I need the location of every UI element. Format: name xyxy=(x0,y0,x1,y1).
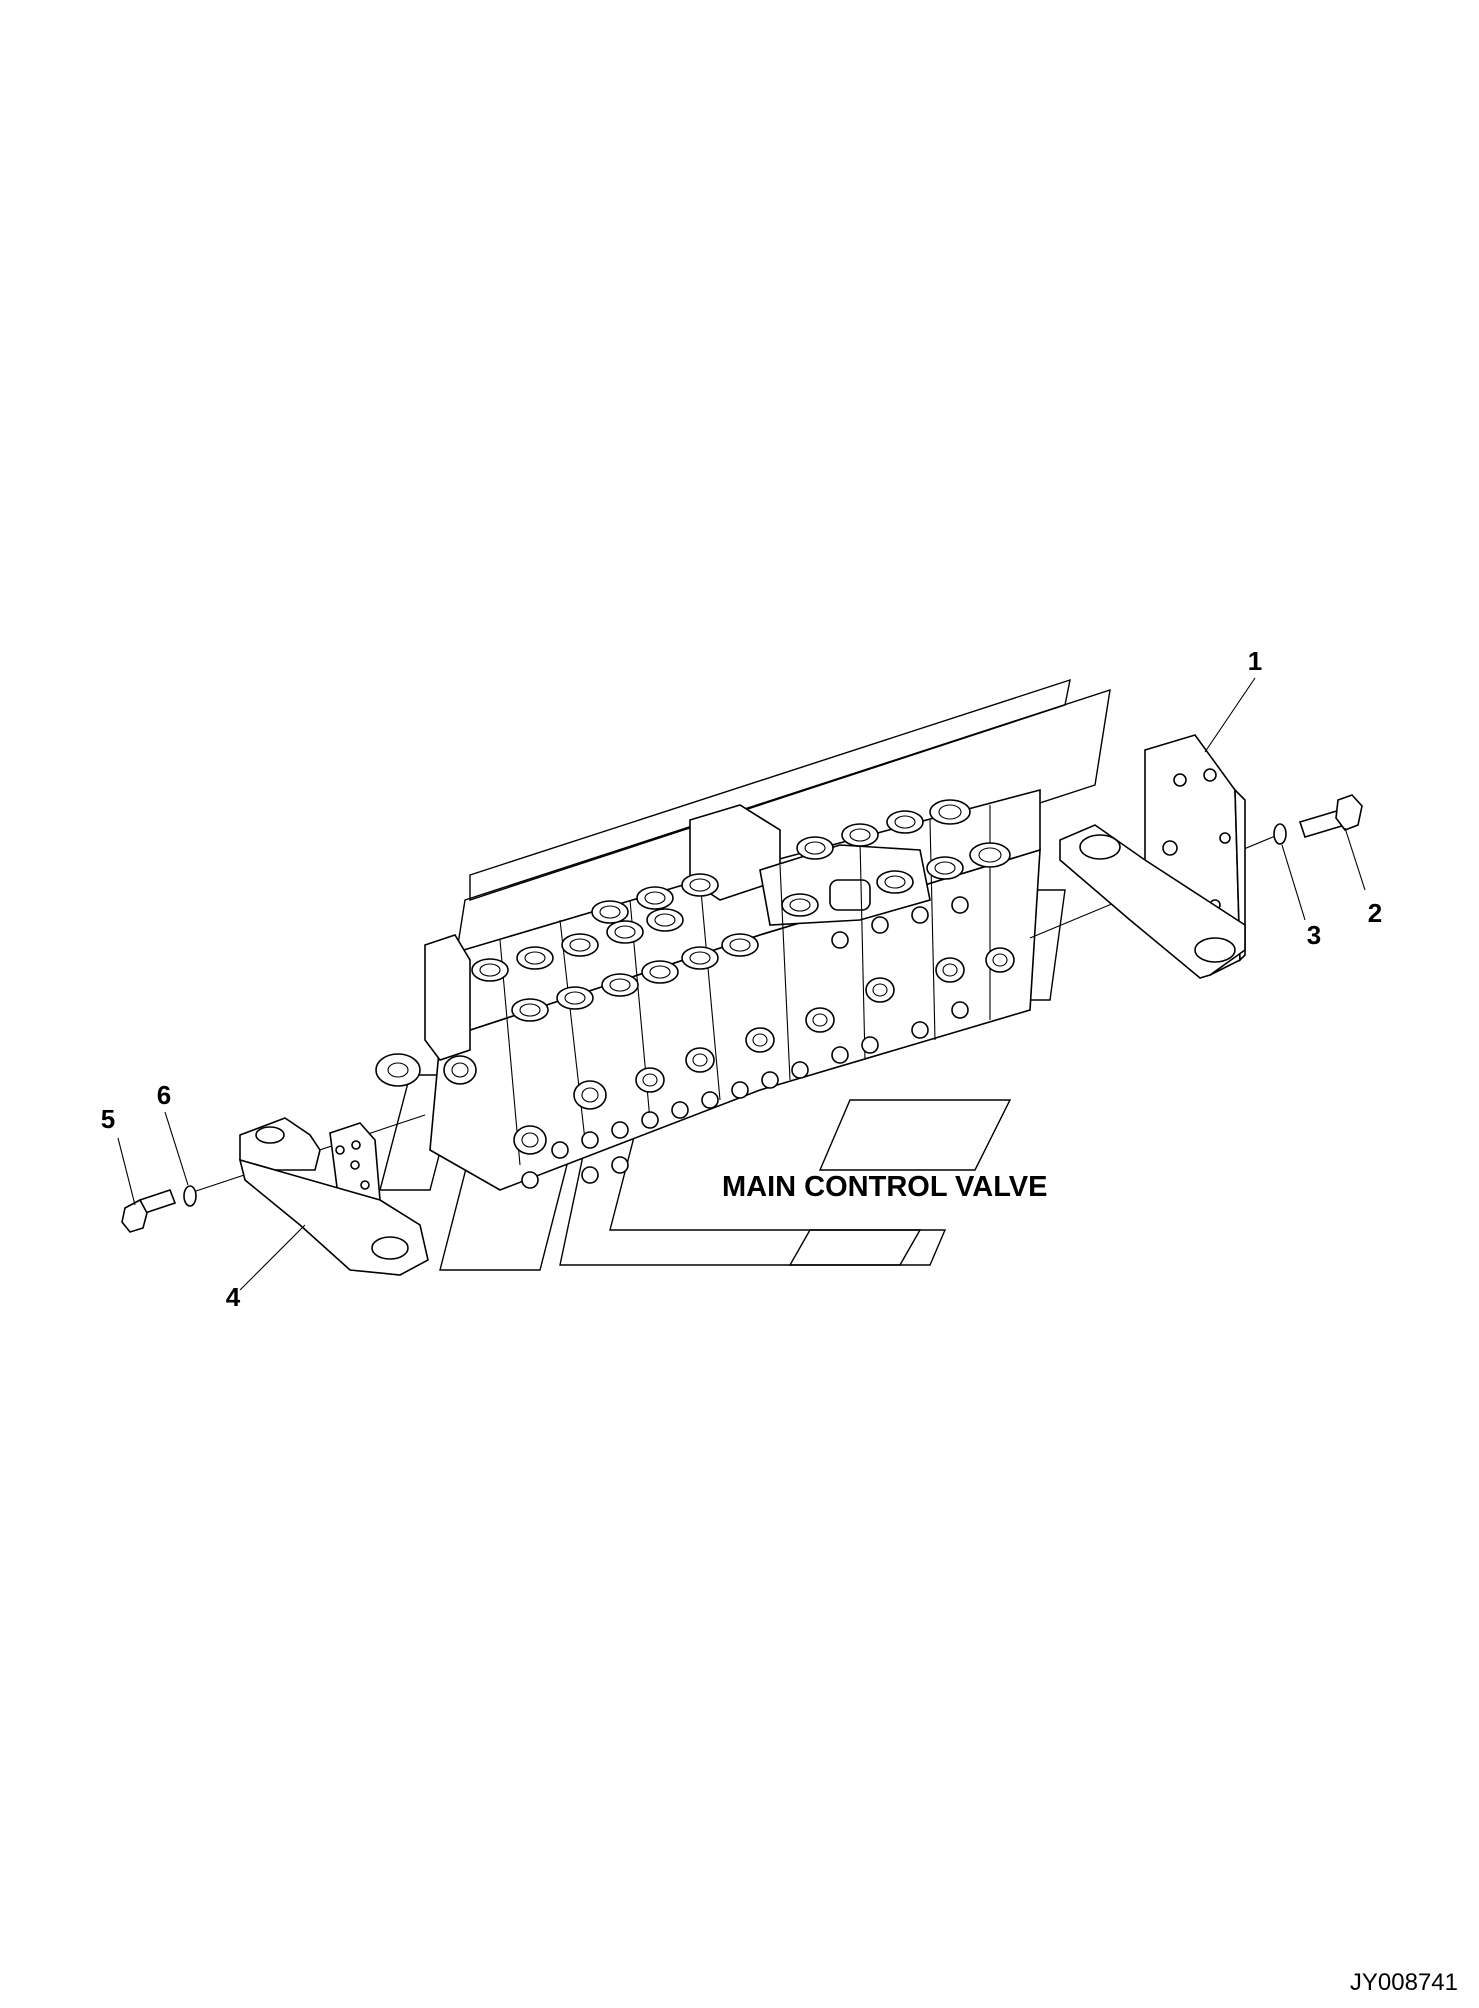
callout-5: 5 xyxy=(101,1104,115,1134)
callout-1: 1 xyxy=(1248,646,1262,676)
main-control-valve xyxy=(375,788,1041,1191)
callout-4: 4 xyxy=(226,1282,241,1312)
callout-2: 2 xyxy=(1368,898,1382,928)
reference-code: JY008741 xyxy=(1350,1969,1458,1996)
bracket-left xyxy=(238,1117,429,1276)
callout-3: 3 xyxy=(1307,920,1321,950)
diagram-title: MAIN CONTROL VALVE xyxy=(722,1171,1047,1203)
bolt-right xyxy=(1298,794,1363,838)
callouts: 1 2 3 4 5 6 xyxy=(101,646,1382,1312)
bracket-right xyxy=(1059,734,1246,979)
washer-right xyxy=(1273,823,1287,845)
callout-6: 6 xyxy=(157,1080,171,1110)
washer-left xyxy=(183,1185,197,1207)
bolt-left xyxy=(121,1188,177,1233)
leader-lines xyxy=(117,677,1366,1291)
